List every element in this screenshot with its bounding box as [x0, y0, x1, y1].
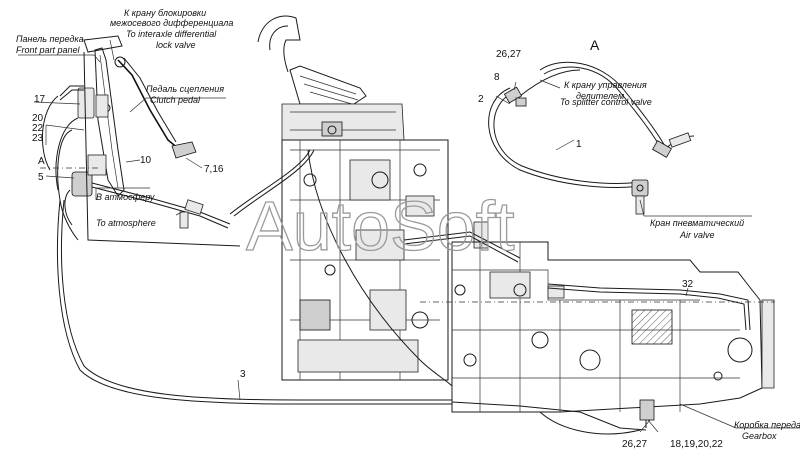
callout-20: 20 — [32, 113, 44, 124]
clutch-pedal-label-en: Clutch pedal — [150, 95, 201, 105]
callout-23: 23 — [32, 133, 44, 144]
pipes — [41, 61, 695, 435]
callout-8: 8 — [494, 72, 500, 83]
callout-2: 2 — [478, 94, 484, 105]
interaxle-label-ru-1: К крану блокировки — [124, 8, 206, 18]
clutch-pedal-label-ru: Педаль сцепления — [146, 84, 224, 94]
gearbox-label-en: Gearbox — [742, 431, 777, 441]
splitter-label-en: To splitter control valve — [560, 97, 652, 107]
labels: Панель передка Front part panel К крану … — [16, 8, 800, 441]
watermark-text: AutoSoft — [246, 187, 515, 265]
front-panel-label-ru: Панель передка — [16, 34, 84, 44]
gear-shift-assembly — [257, 15, 405, 141]
callout-18-19-20-22: 18,19,20,22 — [670, 439, 723, 450]
callout-26-27-top: 26,27 — [496, 49, 521, 60]
air-valve-label-ru: Кран пневматический — [650, 218, 744, 228]
engine-block — [281, 139, 521, 381]
front-panel-label-en: Front part panel — [16, 45, 81, 55]
atmosphere-label-ru: В атмосферу — [96, 192, 155, 202]
callout-32: 32 — [682, 279, 694, 290]
splitter-label-ru-2: делителем — [576, 91, 624, 101]
interaxle-label-en-1: To interaxle differential — [126, 29, 217, 39]
gearbox — [420, 241, 775, 428]
callout-7-16: 7,16 — [204, 164, 224, 175]
callout-17: 17 — [34, 94, 46, 105]
splitter-label-ru-1: К крану управления — [564, 80, 647, 90]
view-a-title: A — [590, 37, 600, 53]
callout-1: 1 — [576, 139, 582, 150]
callout-22: 22 — [32, 123, 44, 134]
interaxle-label-ru-2: межосевого дифференциала — [110, 18, 233, 28]
callout-10: 10 — [140, 155, 152, 166]
callouts: 17 20 22 23 А 5 10 7,16 26,27 8 2 1 3 32… — [32, 49, 723, 450]
callout-a: А — [38, 156, 45, 167]
callout-5: 5 — [38, 172, 44, 183]
interaxle-label-en-2: lock valve — [156, 40, 196, 50]
air-valve-label-en: Air valve — [679, 230, 715, 240]
callout-3: 3 — [240, 369, 246, 380]
gearbox-label-ru: Коробка передач — [734, 420, 800, 430]
callout-26-27-bottom: 26,27 — [622, 439, 647, 450]
atmosphere-label-en: To atmosphere — [96, 218, 156, 228]
front-panel-assembly — [40, 35, 241, 247]
leader-lines — [18, 39, 800, 433]
